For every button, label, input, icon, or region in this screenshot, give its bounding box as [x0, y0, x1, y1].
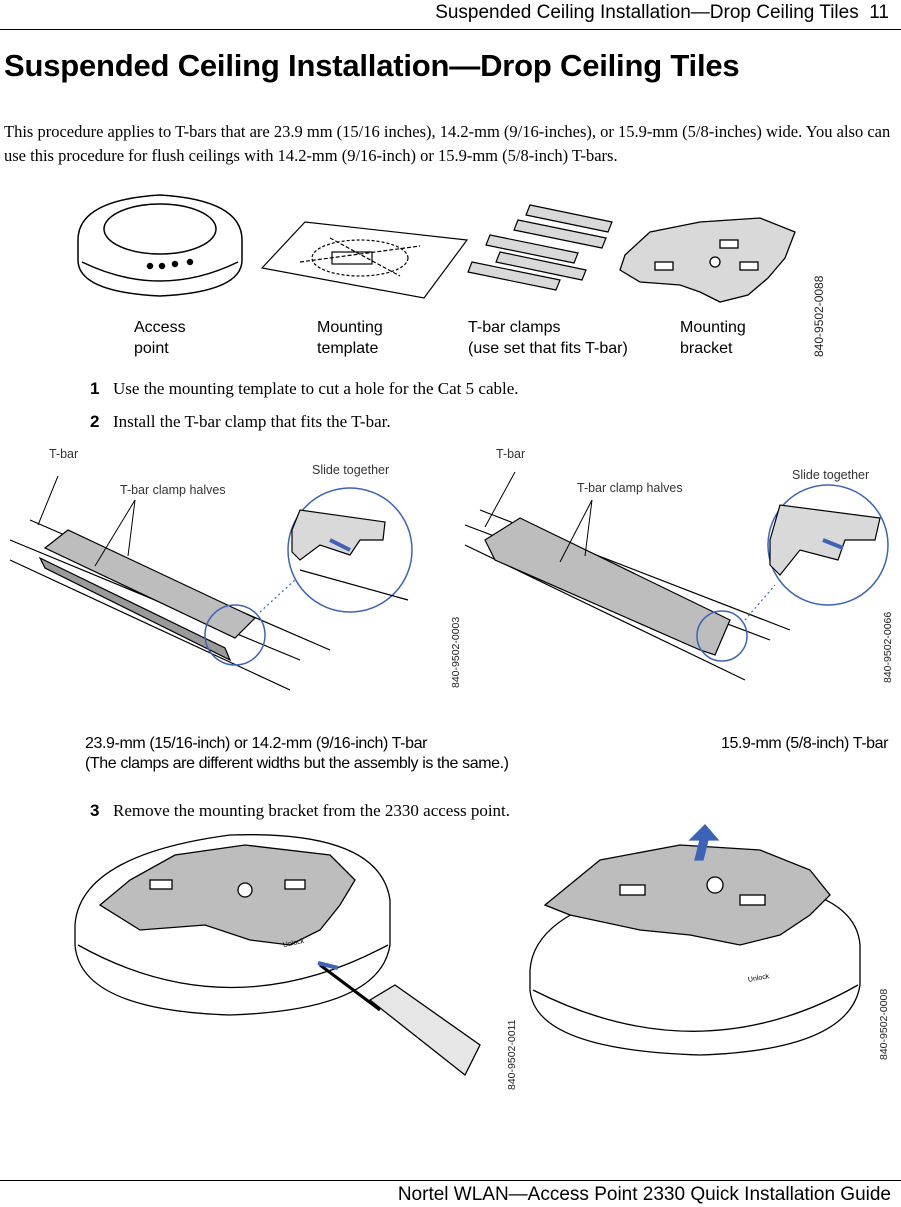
step-number: 2: [90, 412, 100, 431]
label-tbar: T-bar: [496, 447, 526, 461]
figure-number: 840-9502-0066: [882, 611, 894, 683]
tbar-clamp-right-drawing: [464, 471, 889, 681]
footer-rule: [0, 1180, 901, 1181]
access-point-drawing: [77, 194, 243, 297]
label-tbar-clamp-halves: T-bar clamp halves: [120, 483, 226, 497]
label-slide-together: Slide together: [312, 463, 390, 477]
header-rule: [0, 29, 901, 30]
access-point-unlock-drawing: [74, 834, 481, 1077]
label-slide-together: Slide together: [792, 468, 870, 482]
tbar-clamps-drawing: [467, 204, 613, 291]
label-line: T-bar clamps: [468, 319, 561, 336]
page-number: 11: [869, 2, 889, 23]
step-text: Use the mounting template to cut a hole …: [113, 379, 519, 398]
step-text: Remove the mounting bracket from the 233…: [113, 801, 511, 820]
access-point-bracket-removed-drawing: [529, 824, 861, 1056]
mounting-template-drawing: [260, 221, 469, 299]
step-number: 1: [90, 379, 100, 398]
figure-caption-left: 23.9-mm (15/16-inch) or 14.2-mm (9/16-in…: [85, 734, 509, 774]
caption-line: 23.9-mm (15/16-inch) or 14.2-mm (9/16-in…: [85, 735, 428, 752]
label-line: bracket: [680, 340, 733, 357]
label-line: Mounting: [680, 319, 746, 336]
label-tbar-clamps: T-bar clamps (use set that fits T-bar): [468, 317, 628, 359]
figure-number: 840-9502-0003: [450, 616, 462, 688]
label-tbar-clamp-halves: T-bar clamp halves: [577, 481, 683, 495]
label-access-point: Access point: [134, 317, 186, 359]
figure-number: 840-9502-0008: [878, 988, 890, 1060]
footer-guide-title: Nortel WLAN—Access Point 2330 Quick Inst…: [397, 1184, 891, 1205]
label-line: point: [134, 340, 169, 357]
label-mounting-bracket: Mounting bracket: [680, 317, 746, 359]
intro-paragraph: This procedure applies to T-bars that ar…: [4, 122, 891, 165]
label-tbar: T-bar: [49, 447, 79, 461]
running-header: Suspended Ceiling Installation—Drop Ceil…: [435, 2, 889, 24]
step-text: Install the T-bar clamp that fits the T-…: [113, 412, 391, 431]
running-title: Suspended Ceiling Installation—Drop Ceil…: [435, 2, 859, 23]
label-line: Access: [134, 319, 186, 336]
label-line: template: [317, 340, 379, 357]
figure-caption-right: 15.9-mm (5/8-inch) T-bar: [721, 735, 889, 752]
label-line: Mounting: [317, 319, 383, 336]
tbar-clamp-left-drawing: [9, 475, 413, 691]
mounting-bracket-drawing: [619, 217, 796, 303]
page-title: Suspended Ceiling Installation—Drop Ceil…: [4, 48, 740, 83]
figure-number: 840-9502-0088: [812, 275, 826, 357]
label-mounting-template: Mounting template: [317, 317, 383, 359]
step-number: 3: [90, 801, 100, 820]
figure-number: 840-9502-0011: [506, 1019, 518, 1090]
caption-line: (The clamps are different widths but the…: [85, 755, 509, 772]
label-line: (use set that fits T-bar): [468, 340, 628, 357]
